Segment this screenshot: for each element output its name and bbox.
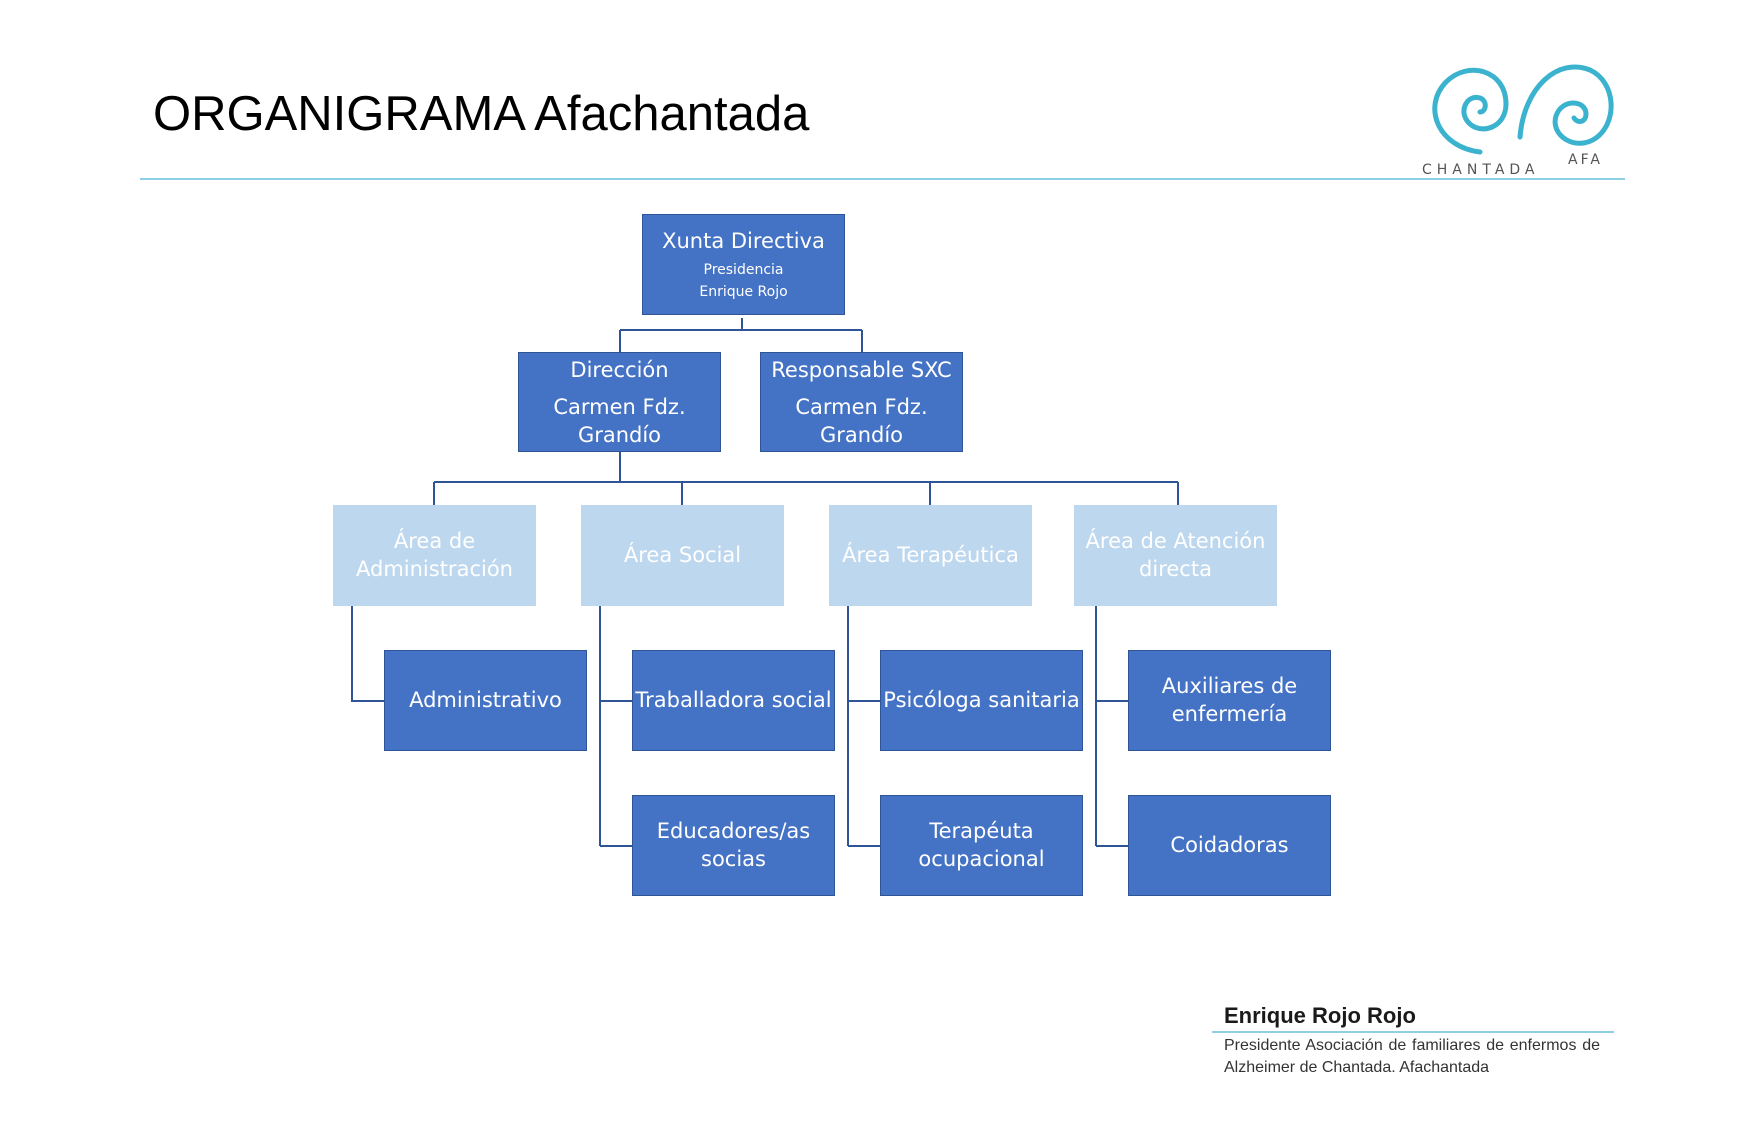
header-divider <box>140 178 1625 180</box>
direction-person: Carmen Fdz. Grandío <box>553 395 686 447</box>
area-atencion-directa: Área de Atención directa <box>1074 505 1277 606</box>
direction-node: Dirección Carmen Fdz. Grandío <box>518 352 721 452</box>
logo-text-bottom: CHANTADA <box>1422 162 1540 176</box>
role-psicologa: Psicóloga sanitaria <box>880 650 1083 751</box>
sxc-node: Responsable SXC Carmen Fdz. Grandío <box>760 352 963 452</box>
area-terapeutica: Área Terapéutica <box>829 505 1032 606</box>
role-label: Educadores/as socias <box>656 819 811 871</box>
logo-text-top: AFA <box>1568 152 1603 168</box>
role-label: Coidadoras <box>1170 832 1289 857</box>
board-person: Enrique Rojo <box>699 284 788 301</box>
role-administrativo: Administrativo <box>384 650 587 751</box>
role-label: Auxiliares de enfermería <box>1161 674 1298 726</box>
role-label: Traballadora social <box>635 687 832 712</box>
role-label: Administrativo <box>409 687 562 712</box>
sxc-title: Responsable SXC <box>771 358 952 382</box>
area-label: Área de Administración <box>356 529 513 581</box>
signature-name: Enrique Rojo Rojo <box>1224 1003 1416 1028</box>
role-label: Psicóloga sanitaria <box>883 687 1080 712</box>
area-label: Área Terapéutica <box>842 542 1019 567</box>
afa-chantada-logo: AFA CHANTADA <box>1422 64 1614 176</box>
board-node: Xunta Directiva Presidencia Enrique Rojo <box>642 214 845 315</box>
board-role: Presidencia <box>703 261 784 278</box>
area-social: Área Social <box>581 505 784 606</box>
area-administracion: Área de Administración <box>333 505 536 606</box>
signature-description: Presidente Asociación de familiares de e… <box>1224 1037 1600 1077</box>
role-label: Terapéuta ocupacional <box>918 819 1045 871</box>
page-title: ORGANIGRAMA Afachantada <box>153 87 810 141</box>
board-title: Xunta Directiva <box>662 228 825 253</box>
role-terapeuta-ocupacional: Terapéuta ocupacional <box>880 795 1083 896</box>
role-auxiliares: Auxiliares de enfermería <box>1128 650 1331 751</box>
area-label: Área Social <box>623 542 742 567</box>
sxc-person: Carmen Fdz. Grandío <box>795 395 928 447</box>
role-traballadora-social: Traballadora social <box>632 650 835 751</box>
role-educadores: Educadores/as socias <box>632 795 835 896</box>
signature-divider <box>1212 1031 1614 1033</box>
role-coidadoras: Coidadoras <box>1128 795 1331 896</box>
area-label: Área de Atención directa <box>1085 529 1266 581</box>
direction-title: Dirección <box>570 358 669 382</box>
